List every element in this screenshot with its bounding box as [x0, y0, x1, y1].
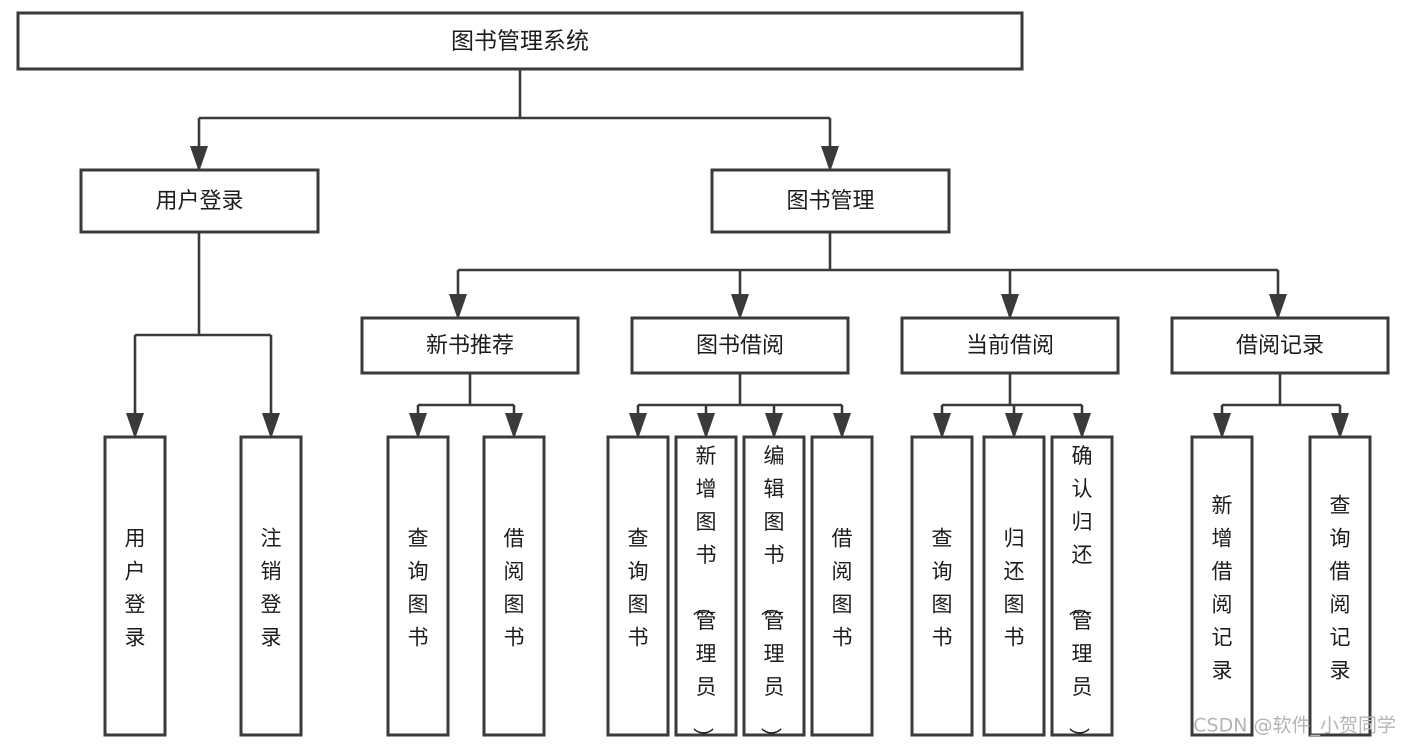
leaf-node-box[interactable] [982, 435, 1046, 737]
leaf-node-6[interactable]: 编辑图书（管理员） [742, 435, 806, 747]
leaf-node-12[interactable]: 查询借阅记录 [1308, 435, 1372, 737]
root-node-0[interactable]: 图书管理系统 [16, 11, 1024, 71]
connector-arrow-icon [1073, 413, 1091, 439]
connector-arrow-icon [629, 413, 647, 439]
leaf-node-label: 查询图书 [932, 527, 953, 650]
leaf-node-box[interactable] [742, 435, 806, 737]
level2-node-2[interactable]: 当前借阅 [900, 316, 1120, 375]
connector-arrow-icon [765, 413, 783, 439]
level1-node-label: 用户登录 [155, 189, 243, 214]
connector-arrow-icon [126, 413, 144, 439]
leaf-node-label: 查询图书 [628, 527, 649, 650]
leaf-node-box[interactable] [386, 435, 450, 737]
level1-node-box[interactable] [710, 168, 951, 234]
connector-arrow-icon [1213, 413, 1231, 439]
leaf-node-label: 注销登录 [261, 527, 282, 650]
level2-node-box[interactable] [900, 316, 1120, 375]
leaf-node-box[interactable] [910, 435, 974, 737]
leaf-node-box[interactable] [103, 435, 167, 737]
leaf-node-9[interactable]: 归还图书 [982, 435, 1046, 737]
level2-node-label: 图书借阅 [696, 334, 784, 359]
level2-node-1[interactable]: 图书借阅 [630, 316, 850, 375]
leaf-node-box[interactable] [482, 435, 546, 737]
connector-arrow-icon [409, 413, 427, 439]
leaf-node-4[interactable]: 查询图书 [606, 435, 670, 737]
level1-node-box[interactable] [79, 168, 320, 234]
leaf-node-label: 归还图书 [1004, 527, 1025, 650]
leaf-node-box[interactable] [239, 435, 303, 737]
leaf-node-7[interactable]: 借阅图书 [810, 435, 874, 737]
connector-arrow-icon [731, 294, 749, 320]
leaf-node-label: 编辑图书（管理员） [759, 444, 785, 747]
connector-arrow-icon [1005, 413, 1023, 439]
csdn-watermark: CSDN @软件_小贺同学 [1193, 715, 1396, 737]
leaf-node-5[interactable]: 新增图书（管理员） [674, 435, 738, 747]
connector-arrow-icon [833, 413, 851, 439]
leaf-node-label: 新增图书（管理员） [691, 444, 717, 747]
leaf-node-label: 借阅图书 [504, 527, 525, 650]
leaf-node-3[interactable]: 借阅图书 [482, 435, 546, 737]
nodes-layer: 图书管理系统用户登录图书管理新书推荐图书借阅当前借阅借阅记录用户登录注销登录查询… [16, 11, 1390, 747]
leaf-node-label: 用户登录 [125, 527, 146, 650]
leaf-node-1[interactable]: 注销登录 [239, 435, 303, 737]
connector-arrow-icon [190, 146, 208, 172]
leaf-node-11[interactable]: 新增借阅记录 [1190, 435, 1254, 737]
connector-arrow-icon [449, 294, 467, 320]
root-node-box[interactable] [16, 11, 1024, 71]
leaf-node-0[interactable]: 用户登录 [103, 435, 167, 737]
connector-arrow-icon [933, 413, 951, 439]
leaf-node-box[interactable] [1190, 435, 1254, 737]
level1-node-label: 图书管理 [786, 189, 874, 214]
leaf-node-label: 查询图书 [408, 527, 429, 650]
leaf-node-label: 确认归还（管理员） [1067, 444, 1093, 747]
level2-node-box[interactable] [1170, 316, 1390, 375]
connector-arrow-icon [1331, 413, 1349, 439]
connectors-layer [126, 69, 1349, 439]
level2-node-box[interactable] [360, 316, 580, 375]
watermark-layer: CSDN @软件_小贺同学 [1193, 715, 1396, 737]
leaf-node-box[interactable] [1050, 435, 1114, 737]
connector-arrow-icon [821, 146, 839, 172]
level2-node-label: 当前借阅 [966, 334, 1054, 359]
level1-node-0[interactable]: 用户登录 [79, 168, 320, 234]
level2-node-label: 借阅记录 [1236, 334, 1324, 359]
leaf-node-label: 新增借阅记录 [1212, 494, 1233, 683]
level2-node-3[interactable]: 借阅记录 [1170, 316, 1390, 375]
leaf-node-2[interactable]: 查询图书 [386, 435, 450, 737]
leaf-node-label: 借阅图书 [832, 527, 853, 650]
connector-arrow-icon [262, 413, 280, 439]
connector-arrow-icon [1001, 294, 1019, 320]
root-node-label: 图书管理系统 [451, 29, 589, 55]
connector-arrow-icon [1269, 294, 1287, 320]
leaf-node-box[interactable] [674, 435, 738, 737]
level2-node-box[interactable] [630, 316, 850, 375]
leaf-node-label: 查询借阅记录 [1330, 494, 1351, 683]
level2-node-0[interactable]: 新书推荐 [360, 316, 580, 375]
leaf-node-10[interactable]: 确认归还（管理员） [1050, 435, 1114, 747]
level2-node-label: 新书推荐 [426, 334, 514, 359]
leaf-node-box[interactable] [810, 435, 874, 737]
leaf-node-8[interactable]: 查询图书 [910, 435, 974, 737]
leaf-node-box[interactable] [1308, 435, 1372, 737]
leaf-node-box[interactable] [606, 435, 670, 737]
level1-node-1[interactable]: 图书管理 [710, 168, 951, 234]
connector-arrow-icon [697, 413, 715, 439]
connector-arrow-icon [505, 413, 523, 439]
